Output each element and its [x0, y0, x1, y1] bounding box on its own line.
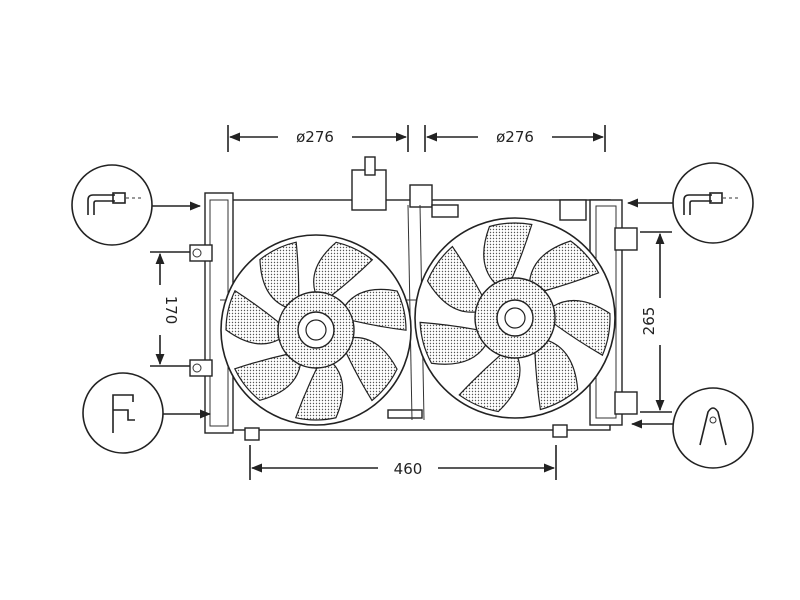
hose-connector-icon	[87, 192, 142, 215]
fan-blade	[225, 289, 280, 345]
dimension-total-width: 460	[249, 445, 557, 480]
fan-right	[414, 217, 616, 419]
fan-blade	[344, 288, 407, 331]
fan-blade	[345, 336, 398, 402]
hose-connector-icon	[683, 192, 740, 215]
dimension-left-height: 170	[150, 251, 190, 367]
dimension-left-fan-diameter: ø276	[227, 125, 409, 152]
total-width-label: 460	[394, 460, 423, 478]
callout-top-right	[626, 162, 754, 244]
fan-blade	[313, 241, 374, 297]
fan-blade	[294, 363, 344, 421]
dimension-right-height: 265	[640, 231, 672, 413]
fan-blade	[259, 241, 300, 308]
fan-blade	[426, 245, 483, 313]
fan-blade	[529, 240, 600, 292]
fan-blade	[419, 321, 487, 365]
fan-blade	[552, 299, 611, 357]
callout-bottom-right	[630, 387, 754, 469]
callout-bottom-left	[82, 372, 212, 454]
left-height-label: 170	[162, 296, 180, 325]
fan-blade	[458, 354, 521, 413]
fan-blade	[534, 339, 579, 411]
fan-blade	[233, 353, 302, 401]
right-height-label: 265	[640, 307, 658, 336]
fan-left	[220, 234, 412, 426]
fan-right-diameter-label: ø276	[496, 128, 534, 146]
fan-blade	[483, 222, 533, 285]
bracket-connector-icon	[112, 394, 135, 433]
dimension-right-fan-diameter: ø276	[424, 125, 606, 152]
clip-mount-icon	[699, 407, 727, 446]
callout-top-left	[71, 164, 202, 246]
fan-left-diameter-label: ø276	[296, 128, 334, 146]
